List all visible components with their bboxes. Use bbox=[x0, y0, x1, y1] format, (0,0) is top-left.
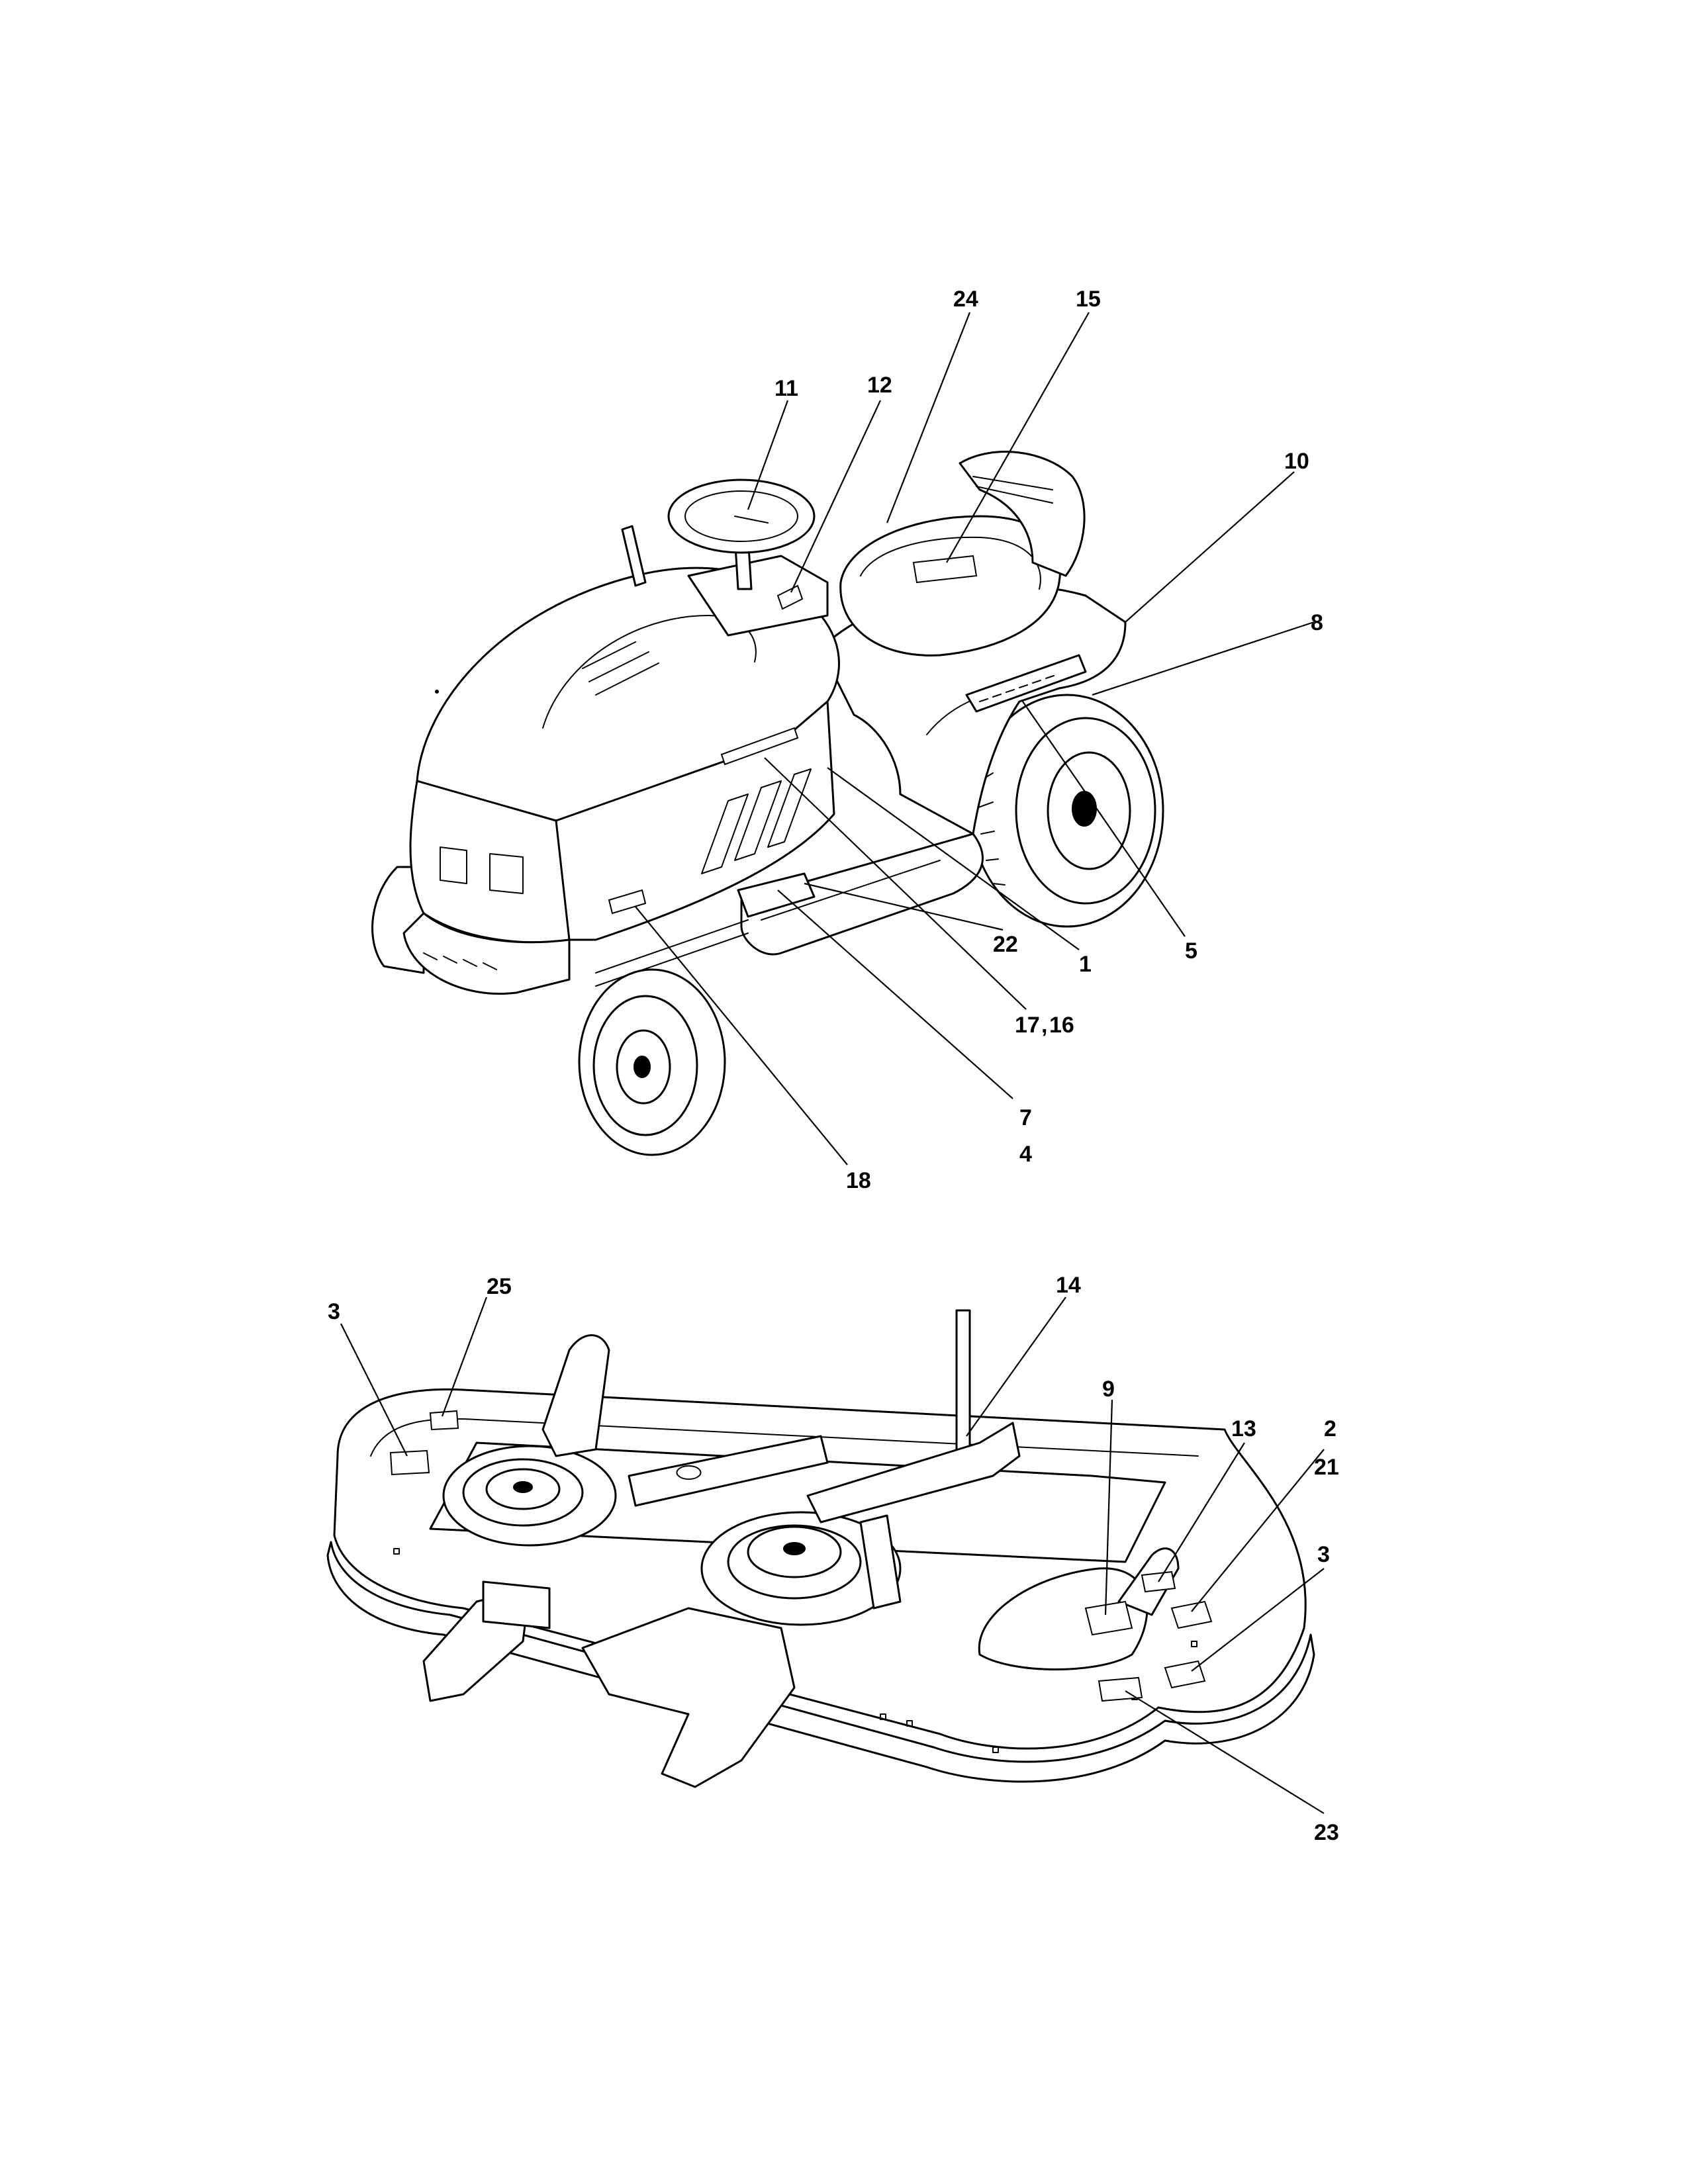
callout-21: 21 bbox=[1314, 1455, 1339, 1480]
lift-arm bbox=[806, 1422, 1021, 1524]
callout-3-left: 3 bbox=[328, 1299, 340, 1324]
hood-side-decal bbox=[720, 727, 799, 766]
front-center-bracket bbox=[581, 1607, 796, 1788]
belt-guard-decal bbox=[1084, 1600, 1133, 1636]
tractor-callouts: 24 15 11 12 10 8 22 1 5 17 , 16 7 4 18 bbox=[774, 287, 1323, 1193]
deck-decal-right-mid bbox=[1170, 1600, 1213, 1629]
callout-14: 14 bbox=[1056, 1273, 1081, 1298]
footrest bbox=[737, 872, 816, 918]
callout-7: 7 bbox=[1019, 1105, 1032, 1130]
callout-2: 2 bbox=[1324, 1416, 1336, 1441]
steering-wheel bbox=[667, 478, 816, 554]
callout-12: 12 bbox=[867, 373, 892, 398]
mower-deck-illustration bbox=[326, 1309, 1315, 1788]
callout-18: 18 bbox=[846, 1168, 871, 1193]
front-wheel bbox=[578, 968, 726, 1156]
callout-16: 16 bbox=[1049, 1013, 1074, 1038]
callout-5: 5 bbox=[1185, 938, 1197, 964]
hood-side-panel bbox=[555, 700, 835, 941]
callout-25: 25 bbox=[487, 1274, 512, 1299]
left-spindle-pulley bbox=[442, 1445, 617, 1547]
dash-decal bbox=[776, 584, 804, 610]
chassis-frame bbox=[740, 833, 984, 956]
center-spindle-pulley bbox=[700, 1511, 902, 1626]
callout-15: 15 bbox=[1076, 287, 1101, 312]
callout-3-right: 3 bbox=[1317, 1542, 1330, 1567]
idler-arm bbox=[628, 1435, 829, 1507]
seat-decal bbox=[912, 555, 978, 584]
stray-dot bbox=[435, 690, 439, 694]
callout-9: 9 bbox=[1102, 1377, 1115, 1402]
front-decal bbox=[608, 889, 647, 915]
callout-10: 10 bbox=[1284, 449, 1309, 474]
deck-callouts: 3 25 14 9 13 2 21 3 23 bbox=[328, 1273, 1339, 1845]
left-mounting-bracket bbox=[541, 1334, 610, 1457]
center-bracket bbox=[859, 1514, 902, 1610]
callout-23: 23 bbox=[1314, 1820, 1339, 1845]
callout-1: 1 bbox=[1079, 952, 1092, 977]
steering-assembly bbox=[621, 478, 829, 637]
front-plate bbox=[482, 1580, 551, 1629]
fender-logo-decal bbox=[965, 654, 1087, 713]
callout-22: 22 bbox=[993, 932, 1018, 957]
throttle-lever bbox=[621, 525, 647, 587]
riding-mower-illustration bbox=[371, 451, 1164, 1156]
callout-11: 11 bbox=[774, 376, 798, 401]
deck-decal-left-small bbox=[429, 1410, 459, 1431]
deck-leader-lines bbox=[340, 1297, 1325, 1814]
tractor-leader-lines bbox=[635, 312, 1315, 1165]
callout-separator: , bbox=[1041, 1013, 1047, 1038]
front-bumper bbox=[402, 912, 571, 995]
callout-17: 17 bbox=[1015, 1013, 1040, 1038]
deck-decal-left-large bbox=[389, 1449, 430, 1476]
callout-4: 4 bbox=[1019, 1142, 1032, 1167]
callout-24: 24 bbox=[953, 287, 978, 312]
callout-8: 8 bbox=[1311, 610, 1323, 635]
seat bbox=[839, 451, 1086, 657]
callout-13: 13 bbox=[1231, 1416, 1256, 1441]
